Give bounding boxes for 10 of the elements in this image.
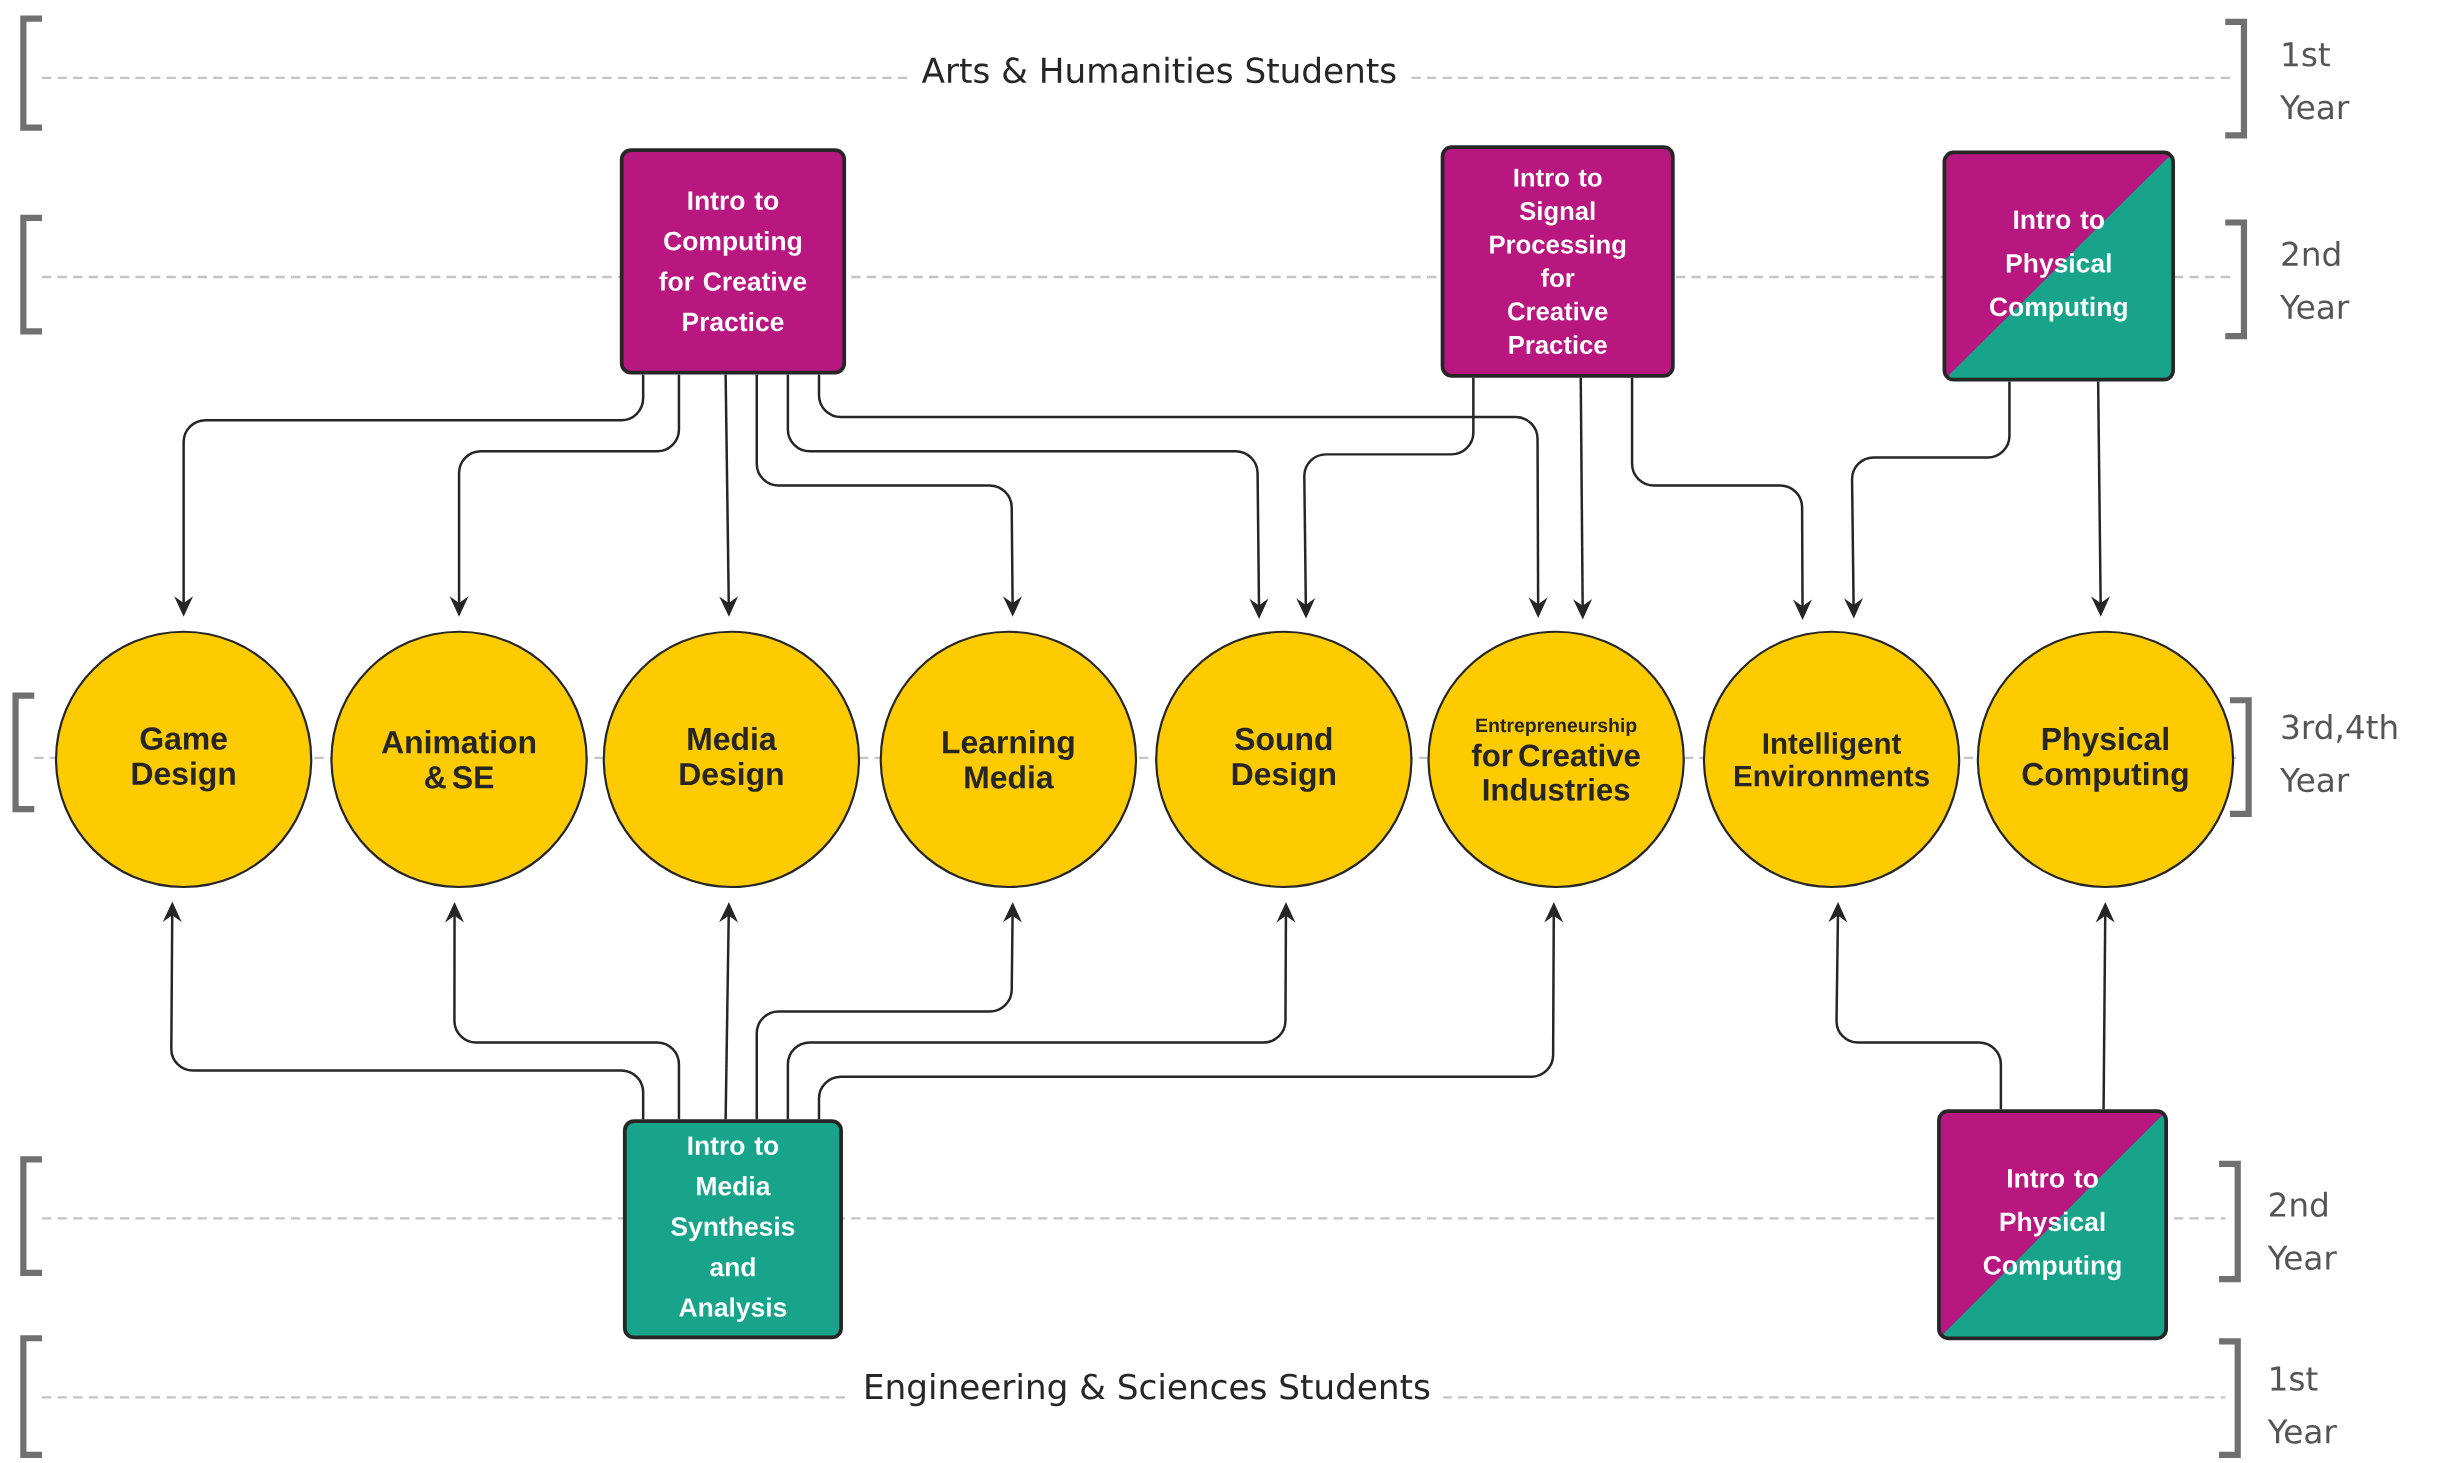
year-label: 1st Year [2280, 42, 2350, 120]
course-box: Intro to Signal Processing for Creative Practice [1440, 145, 1675, 378]
row-heading: Arts & Humanities Students [909, 53, 1410, 87]
course-box: Intro to Computing for Creative Practice [619, 148, 847, 375]
year-label: 2nd Year [2267, 1191, 2337, 1271]
year-label: 1st Year [2267, 1366, 2337, 1444]
course-box: Intro to Media Synthesis and Analysis [622, 1119, 843, 1340]
year-label: 2nd Year [2280, 241, 2350, 320]
row-heading: Engineering & Sciences Students [850, 1370, 1444, 1410]
year-label: 3rd,4th Year [2280, 714, 2397, 793]
